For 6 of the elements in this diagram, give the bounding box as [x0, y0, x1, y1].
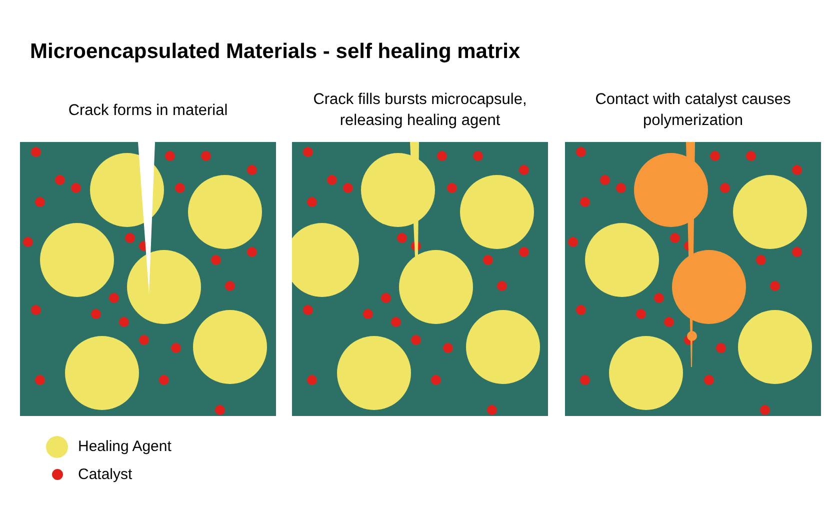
panel-heading: Contact with catalyst causes polymerization [594, 90, 792, 131]
panel-heading: Crack fills bursts microcapsule, releasing healing agent [312, 90, 528, 131]
panel-heading: Crack forms in material [68, 100, 228, 120]
legend-label: Catalyst [78, 464, 132, 484]
legend-label: Healing Agent [78, 437, 172, 457]
title: Microencapsulated Materials - self healing matrix [30, 39, 520, 65]
